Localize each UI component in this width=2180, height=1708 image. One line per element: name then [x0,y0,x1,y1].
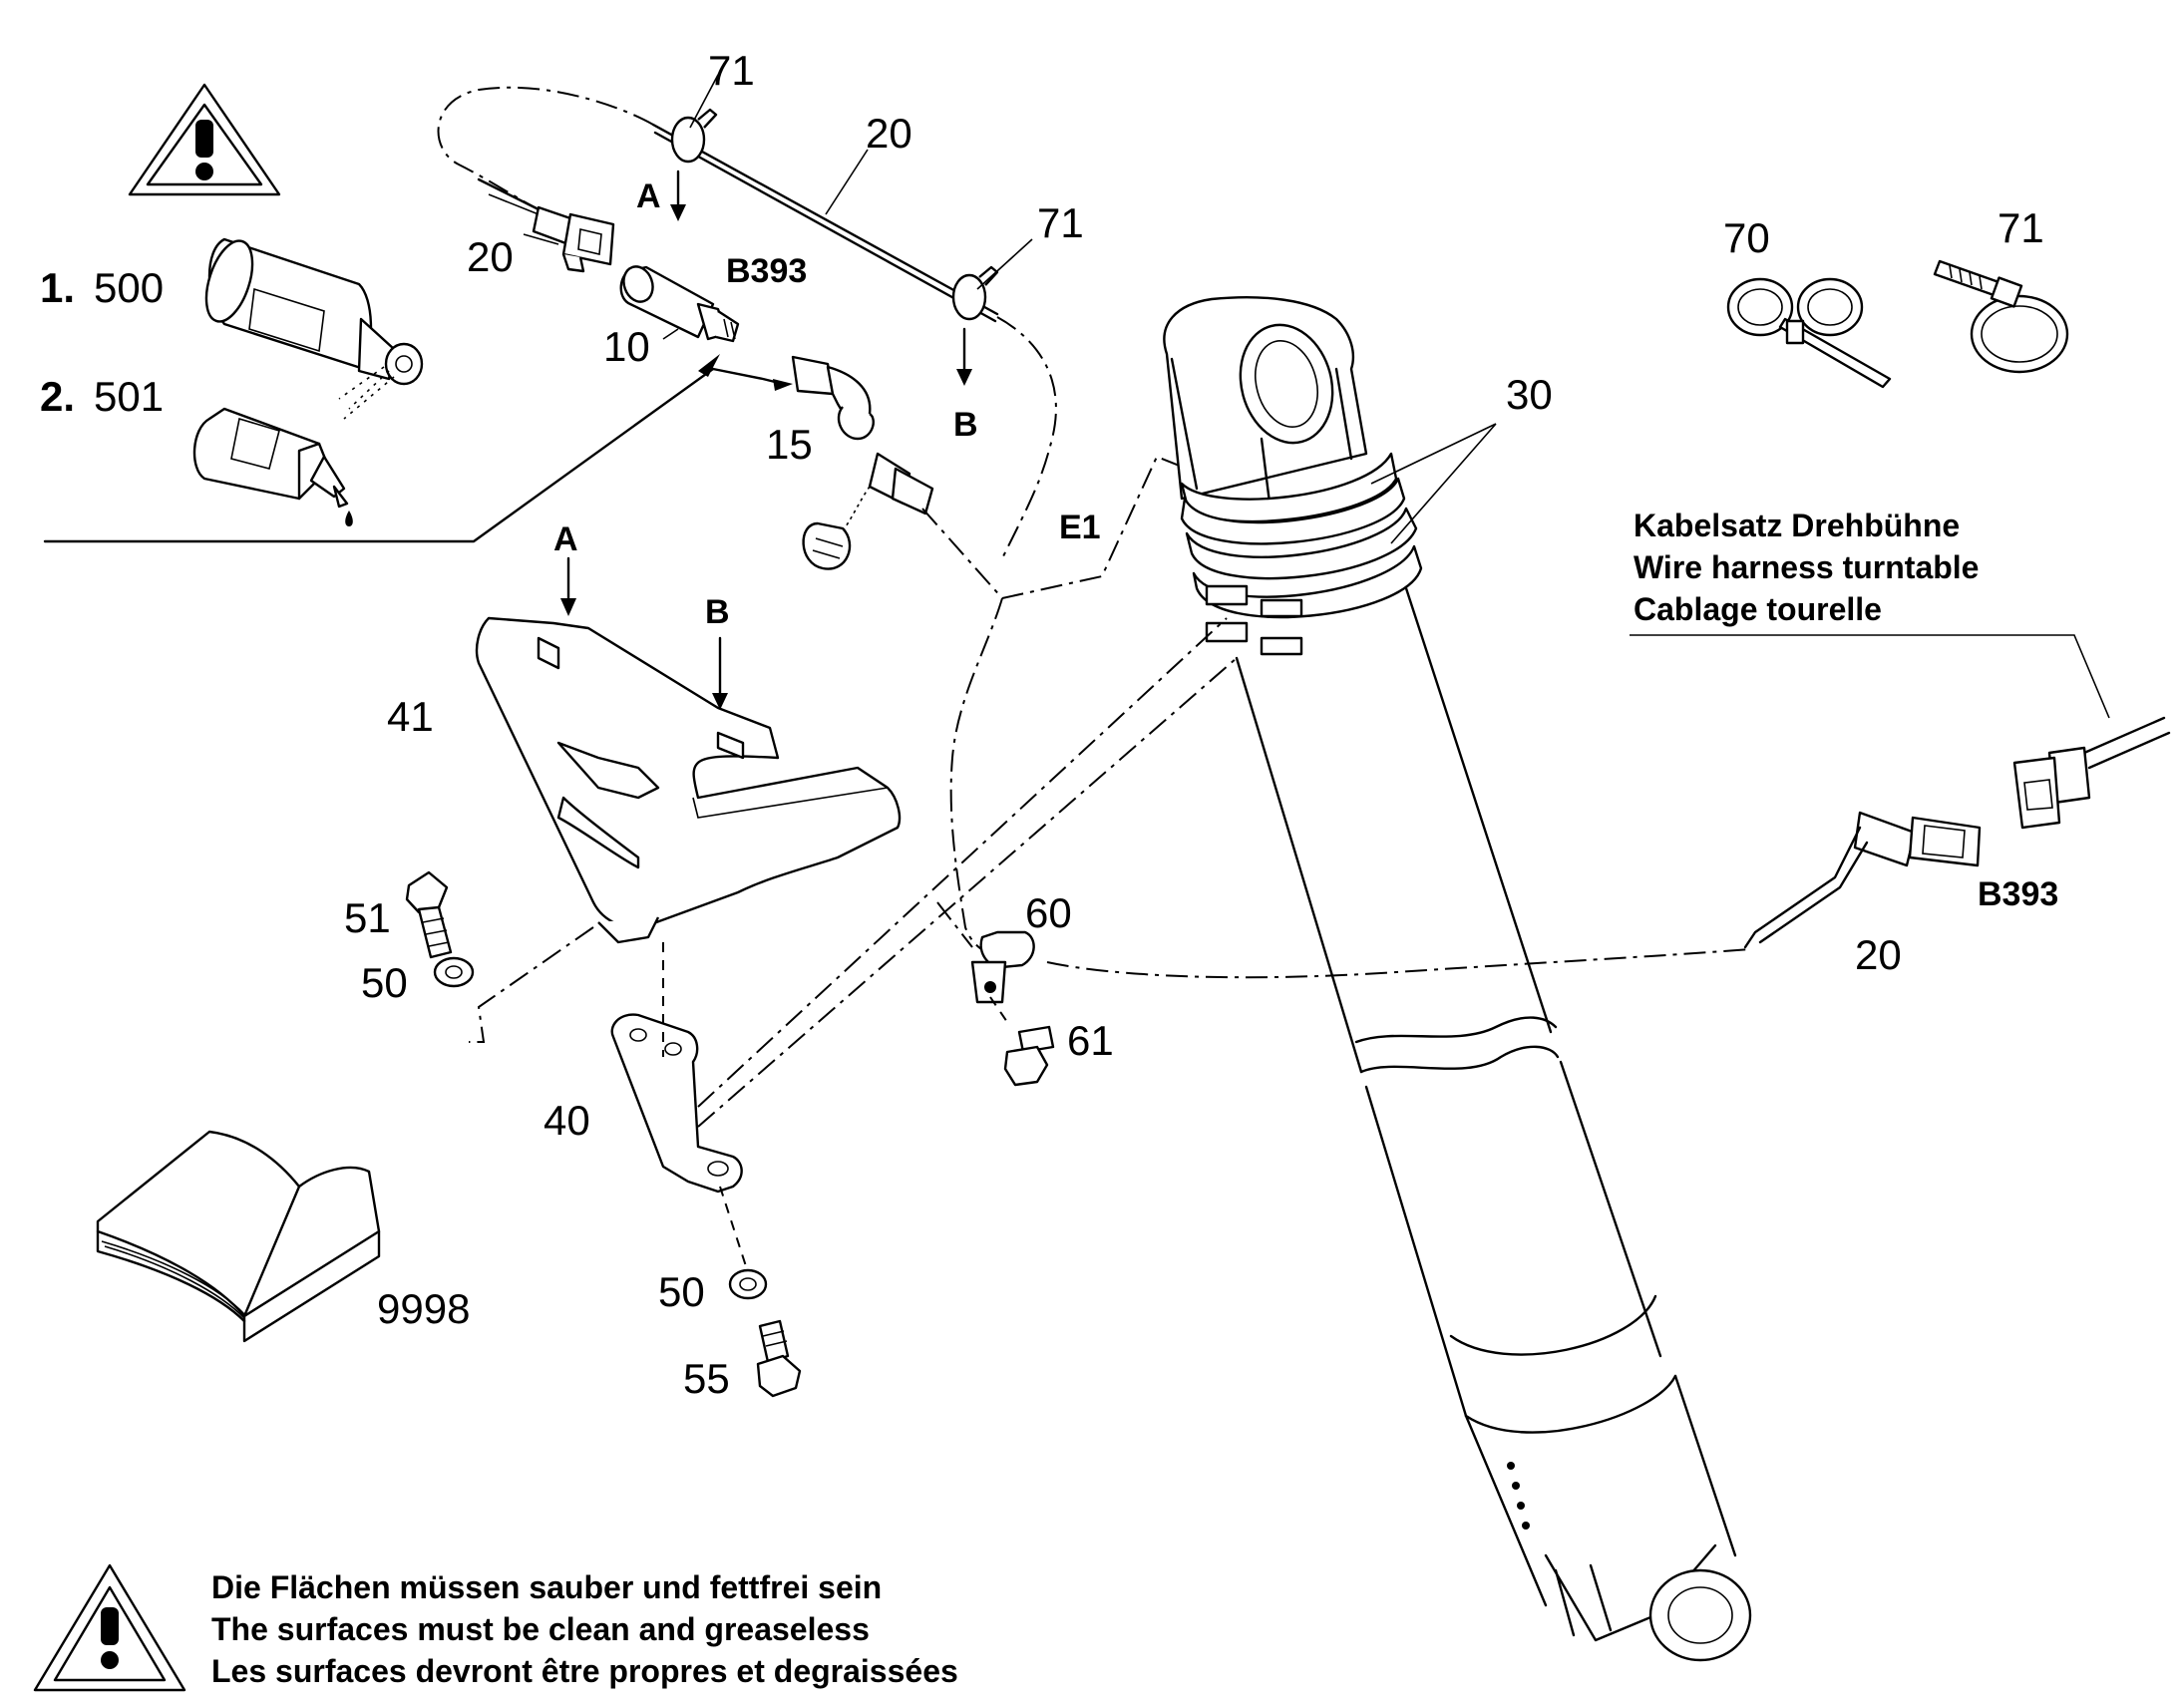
part-label-50-lower: 50 [658,1268,705,1315]
step-2-prefix: 2. [40,373,75,420]
connector-b393-right-icon [1743,811,1982,949]
spray-can-icon [204,237,424,420]
arrow-label-b-bracket: B [705,593,730,631]
arrow-label-b-top: B [953,406,978,444]
part-label-40: 40 [544,1097,590,1144]
part-label-20-cable: 20 [866,110,912,157]
arrow-label-a-bracket: A [553,520,578,558]
mounting-bracket-40-icon [610,1013,743,1194]
part-label-61: 61 [1067,1017,1114,1064]
part-label-9998: 9998 [377,1285,470,1332]
cable-tie-71-a-icon [670,108,718,164]
part-label-20-right: 20 [1855,931,1902,978]
part-label-71-a: 71 [708,47,755,94]
warning-note-fr: Les surfaces devront être propres et deg… [211,1653,958,1689]
part-label-10: 10 [603,323,650,370]
arrow-b-top-icon [956,327,972,386]
part-label-70-kit: 70 [1723,214,1770,261]
arrow-b-bracket-icon [712,636,728,710]
cable-tie-71-b-icon [951,265,999,321]
manual-book-9998-icon [96,1130,381,1343]
part-label-b393-right: B393 [1978,875,2058,913]
step-1-prefix: 1. [40,264,75,311]
part-label-51: 51 [344,894,391,941]
part-label-20-connector: 20 [467,233,514,280]
pressure-switch-b393-icon [619,265,740,343]
part-label-71-kit: 71 [1998,204,2044,251]
warning-triangle-bottom-icon [33,1563,186,1692]
hydraulic-cylinder-body [1163,296,1752,1662]
sealant-tube-icon [192,407,353,526]
part-label-41: 41 [387,693,434,740]
hose-clamp-71-icon [1933,259,2069,374]
thread-sealant-leader [43,367,715,543]
harness-note-en: Wire harness turntable [1634,549,1979,585]
hex-bolt-55-icon [756,1319,802,1398]
part-label-30: 30 [1506,371,1553,418]
part-label-55: 55 [683,1355,730,1402]
washer-50-lower-icon [728,1268,768,1300]
part-label-b393-top: B393 [726,252,807,290]
arrow-label-a-top: A [636,177,661,215]
harness-note-de: Kabelsatz Drehbühne [1634,508,1960,543]
hex-bolt-61-icon [1003,1025,1055,1087]
part-label-60: 60 [1025,889,1072,936]
fitting-adapter-15-icon [791,355,875,441]
washer-50-upper-icon [433,956,475,988]
warning-note-de: Die Flächen müssen sauber und fettfrei s… [211,1569,882,1605]
warning-triangle-top-icon [128,83,281,196]
part-label-71-b: 71 [1037,199,1084,246]
p-clip-60-icon [970,930,1035,1004]
connection-label-e1: E1 [1059,509,1101,546]
arrow-a-bracket-icon [560,556,576,616]
harness-note-fr: Cablage tourelle [1634,591,1882,627]
test-point-cap-icon [802,452,934,570]
part-label-50-upper: 50 [361,959,408,1006]
warning-note-en: The surfaces must be clean and greaseles… [211,1611,870,1647]
hose-clamp-70-icon [1726,277,1892,389]
sensor-cover-bracket-41-icon [475,616,902,944]
step-1-part-number: 500 [94,264,164,311]
harness-connector-turntable-icon [2012,716,2171,830]
cable-20-top [437,86,1057,559]
part-label-15: 15 [766,421,813,468]
step-2-part-number: 501 [94,373,164,420]
arrow-a-top-icon [670,170,686,221]
connector-20-icon [477,177,615,273]
hex-bolt-51-icon [405,870,453,959]
